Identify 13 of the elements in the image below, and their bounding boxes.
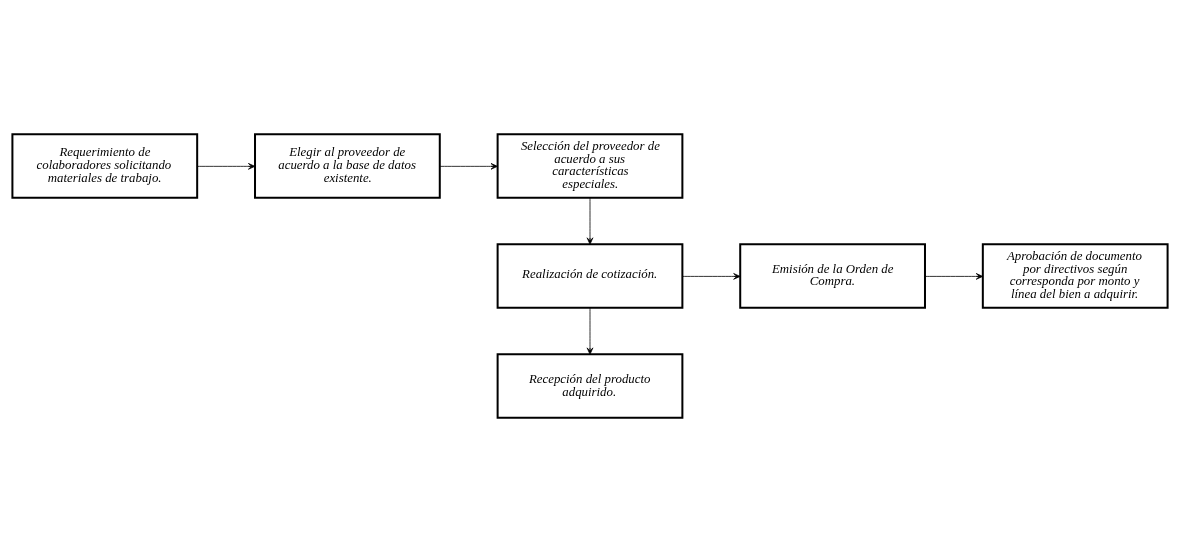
node-box: Recepción del producto adquirido. xyxy=(496,352,684,419)
arrow xyxy=(586,306,594,355)
arrow xyxy=(682,272,741,280)
node-box: Selección del proveedor de acuerdo a sus características especiales. xyxy=(496,132,684,199)
node-box: Aprobación de documento por directivos según corresponda por monto y línea del bien a adquirir. xyxy=(981,242,1169,309)
node-box: Elegir al proveedor de acuerdo a la base de datos existente. xyxy=(254,132,441,199)
arrow xyxy=(439,162,498,170)
arrow xyxy=(586,196,594,245)
arrow xyxy=(924,272,984,280)
node-box: Emisión de la Orden de Compra. xyxy=(739,242,926,309)
arrow xyxy=(196,162,256,170)
node-box: Realización de cotización. xyxy=(496,242,684,309)
node-box: Requerimiento de colaboradores solicitando materiales de trabajo. xyxy=(11,132,199,199)
